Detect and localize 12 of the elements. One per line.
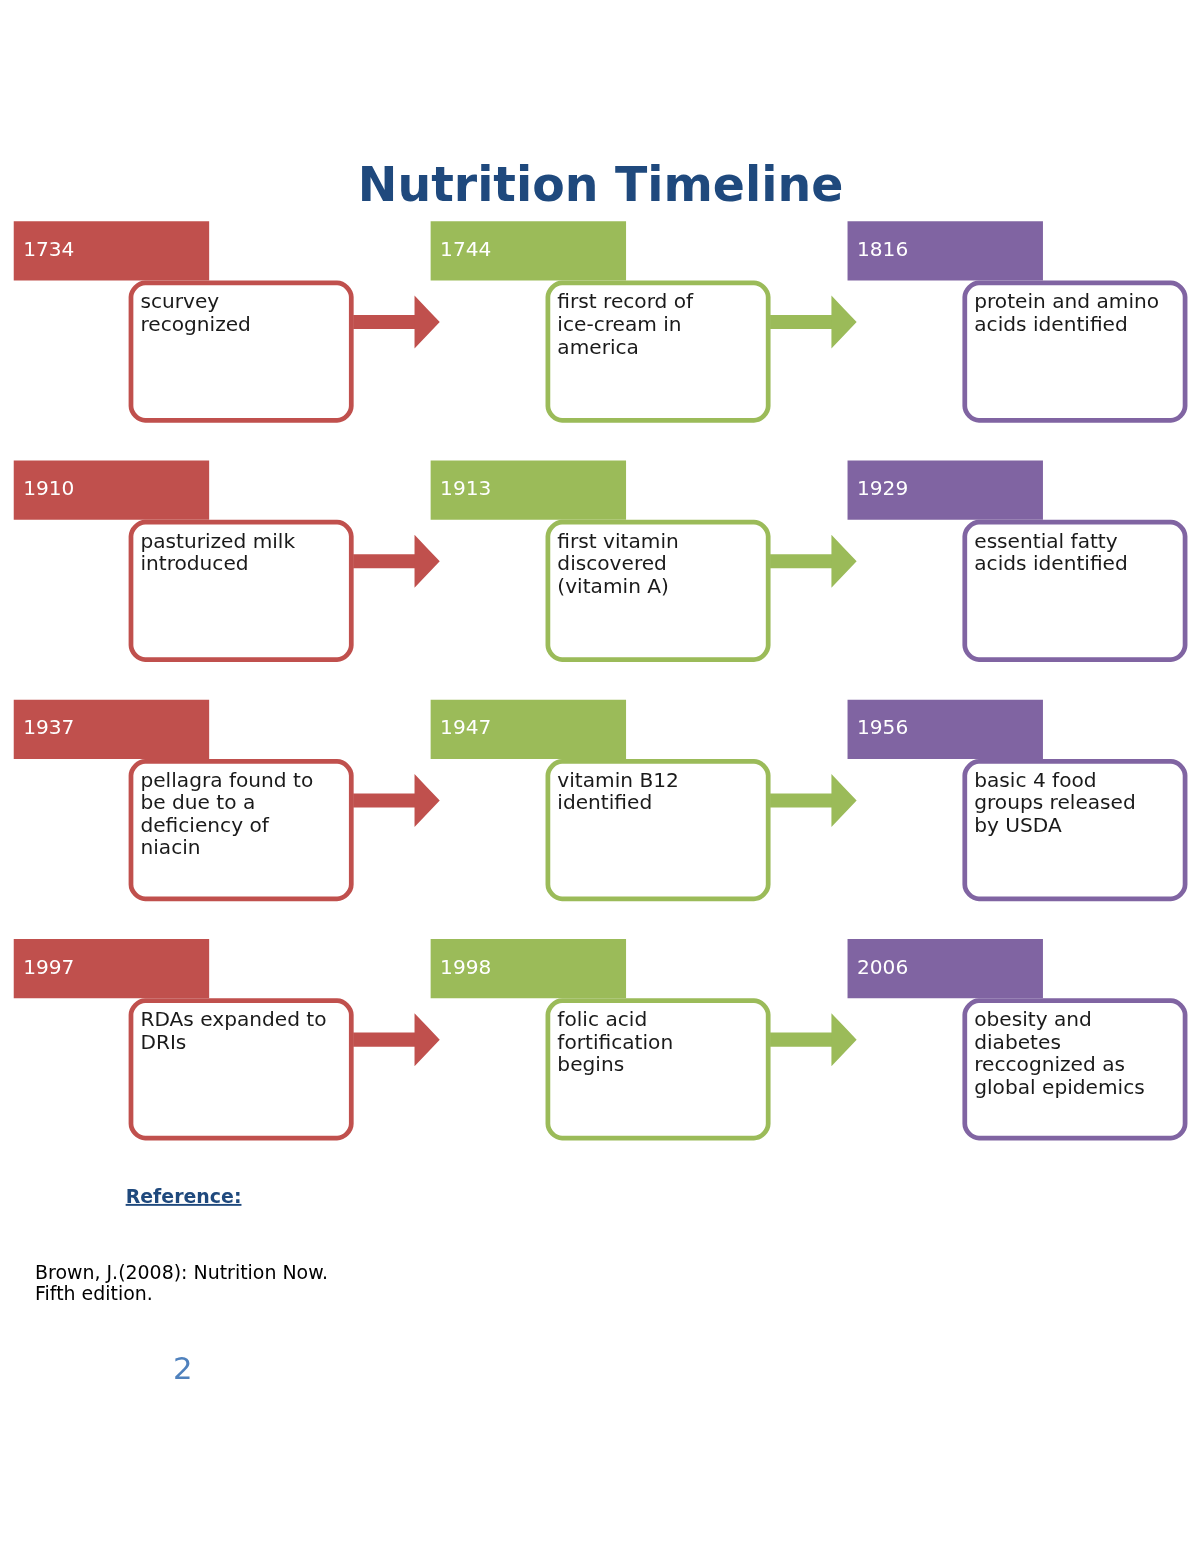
label: Reference:	[125, 1184, 242, 1207]
arrow	[353, 534, 440, 588]
label: 2	[173, 1349, 193, 1386]
arrow	[770, 295, 857, 349]
arrow	[770, 534, 857, 588]
diagram-title: Nutrition Timeline	[357, 157, 844, 213]
arrow	[353, 295, 440, 349]
arrow	[770, 774, 857, 827]
arrow	[770, 1013, 857, 1067]
arrow	[353, 1013, 440, 1067]
arrow	[353, 774, 440, 827]
label: Brown, J.(2008): Nutrition Now. Fifth edition.	[35, 1260, 328, 1305]
